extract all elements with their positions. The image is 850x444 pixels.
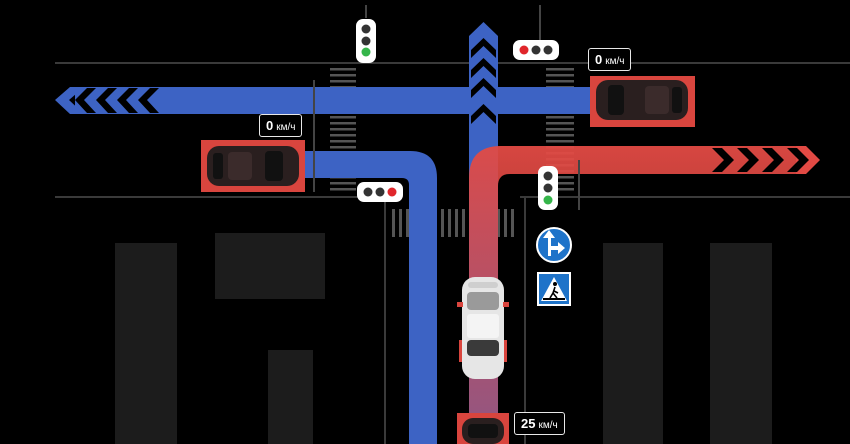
pedestrian-crossing-icon (537, 272, 571, 306)
car-right-stopped (590, 76, 695, 127)
ego-car (457, 277, 509, 379)
blue-route-westbound (75, 87, 600, 114)
straight-or-right-arrow-icon (536, 227, 572, 263)
car-following (457, 413, 509, 444)
speed-unit: км/ч (605, 56, 625, 67)
speed-value: 0 (595, 52, 603, 67)
chevrons-north (471, 38, 496, 124)
traffic-light-south-west (313, 80, 403, 202)
chevrons-east (712, 148, 809, 172)
chevrons-west (75, 88, 159, 113)
traffic-light-south-east (538, 160, 580, 210)
speed-value: 0 (266, 118, 274, 133)
traffic-light-north-east (513, 5, 559, 60)
city-blocks (115, 233, 772, 444)
speed-value: 25 (521, 416, 536, 431)
blue-route-west-chevrons (55, 87, 84, 114)
speed-unit: км/ч (538, 420, 558, 431)
speed-unit: км/ч (276, 122, 296, 133)
blue-route-turn-south (300, 151, 437, 444)
traffic-light-north-west (356, 5, 376, 63)
road-edges (55, 62, 850, 444)
blue-route-north-tip (469, 22, 498, 44)
car-left-stopped (201, 140, 305, 192)
red-route-right-turn (469, 146, 800, 444)
